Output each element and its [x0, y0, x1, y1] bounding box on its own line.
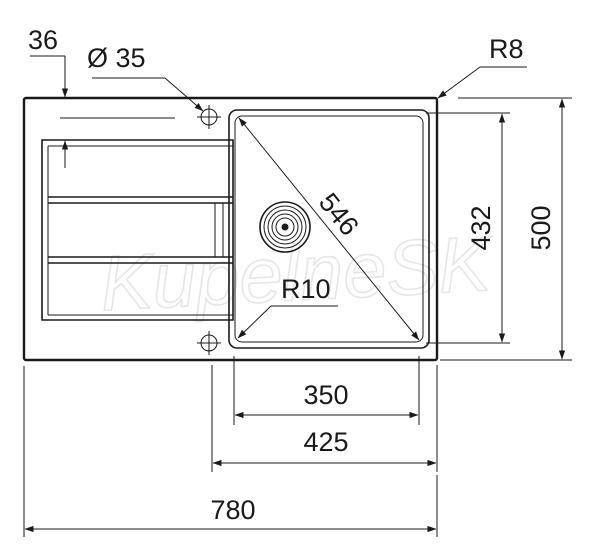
total-width-label: 780: [210, 495, 255, 525]
sink-outline: [22, 96, 439, 362]
outer-radius-leader: [437, 66, 527, 99]
bowl-offset-label: 425: [303, 427, 348, 457]
bowl-depth-label: 432: [466, 205, 496, 250]
drain-strainer: [259, 201, 311, 253]
drainboard: [41, 139, 234, 321]
tap-hole-leader: [92, 77, 204, 112]
bowl-offset-dimension: [211, 365, 438, 472]
total-depth-label: 500: [526, 205, 556, 250]
tap-hole-top: [197, 105, 221, 129]
bowl-radius-leader: [237, 305, 338, 339]
total-width-dimension: [23, 366, 438, 537]
tap-hole-bottom: [197, 331, 221, 355]
bowl-width-dimension: [233, 356, 420, 425]
bowl-diagonal-line: [238, 117, 420, 341]
edge-offset-dimension: [30, 55, 175, 168]
bowl-depth-dimension: [426, 112, 510, 344]
sink-bowl: [228, 109, 430, 349]
bowl-width-label: 350: [303, 380, 348, 410]
total-depth-dimension: [440, 97, 572, 361]
edge-offset-label: 36: [28, 25, 58, 55]
bowl-radius-label: R10: [281, 274, 331, 304]
tap-hole-label: Ø 35: [87, 43, 146, 73]
outer-radius-label: R8: [489, 34, 524, 64]
